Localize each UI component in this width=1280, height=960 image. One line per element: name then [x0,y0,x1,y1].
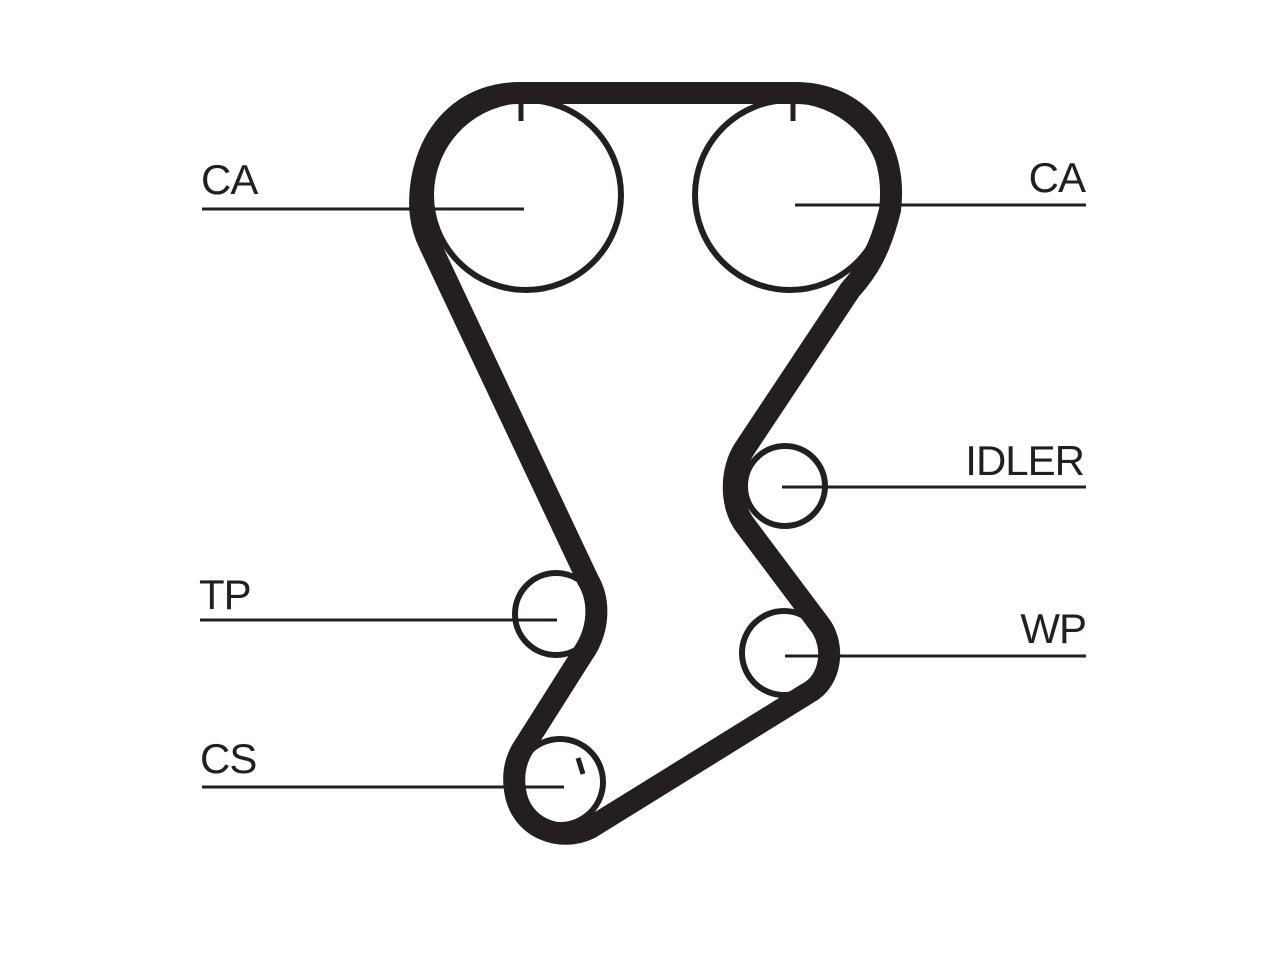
camshaft-pulley-right [692,97,888,293]
label-cs: CS [200,735,256,782]
timing-mark-crankshaft [575,757,586,775]
label-tp: TP [199,571,251,618]
label-idler: IDLER [965,437,1084,484]
label-ca-right: CA [1029,154,1086,201]
camshaft-pulley-left [428,97,624,293]
label-wp: WP [1020,605,1086,652]
label-ca-left: CA [201,156,258,203]
